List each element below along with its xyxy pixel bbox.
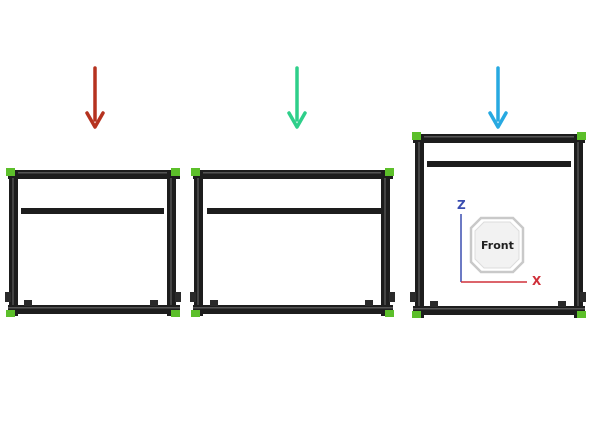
frame-right [410,132,586,318]
x-axis-label: X [532,274,542,288]
frame-left [5,168,181,317]
green-arrow-icon [287,66,307,129]
blue-arrow-icon [488,66,508,129]
view-cube-front-label: Front [481,239,514,252]
view-cube-widget [460,214,527,283]
z-axis-label: Z [457,198,466,212]
frame-middle [190,168,395,317]
red-arrow-icon [85,66,105,129]
